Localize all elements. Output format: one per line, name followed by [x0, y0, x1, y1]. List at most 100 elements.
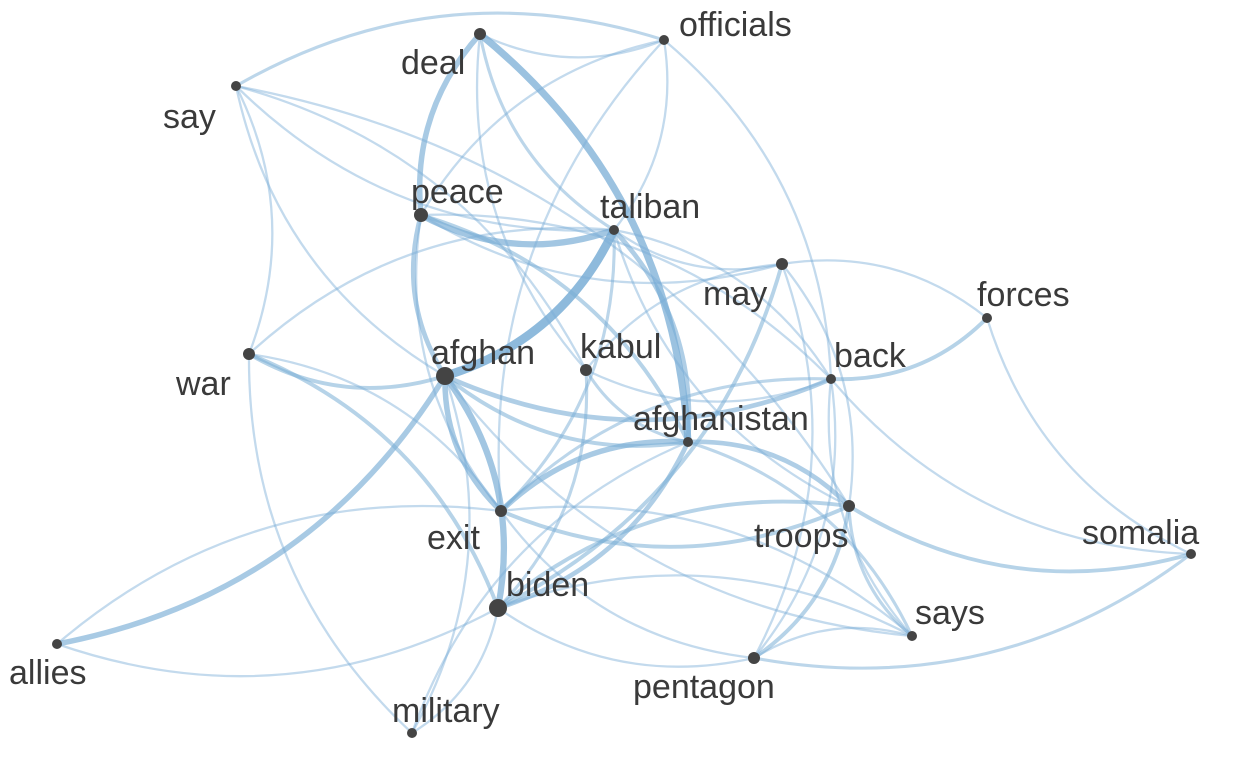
edge-exit-says	[499, 505, 914, 638]
edge-exit-back	[499, 377, 833, 513]
node-allies	[52, 639, 62, 649]
edge-troops-pentagon	[752, 504, 851, 660]
edge-peace-back	[419, 213, 833, 381]
node-says	[907, 631, 917, 641]
edge-afghan-back	[442, 373, 834, 423]
edge-deal-kabul	[475, 32, 588, 372]
edge-afghan-taliban	[440, 225, 619, 381]
edge-peace-taliban	[417, 211, 618, 248]
edge-taliban-may	[612, 228, 784, 271]
edge-forces-somalia	[985, 316, 1193, 556]
edge-pentagon-says	[752, 626, 914, 660]
edge-peace-afghan	[410, 212, 448, 379]
node-label-says: says	[915, 594, 985, 632]
edge-afghanistan-troops	[685, 439, 852, 509]
node-taliban	[609, 225, 619, 235]
edge-back-forces	[829, 316, 989, 382]
edge-say-kabul	[234, 84, 588, 372]
edge-pentagon-somalia	[752, 552, 1193, 670]
edge-troops-says	[847, 504, 914, 638]
edge-may-pentagon	[752, 262, 814, 660]
edge-afghan-biden	[441, 372, 508, 612]
edge-back-somalia	[829, 377, 1193, 556]
edge-taliban-exit	[499, 228, 616, 513]
edge-officials-taliban	[612, 38, 669, 232]
edge-afghan-says	[443, 374, 914, 638]
node-label-exit: exit	[427, 519, 480, 557]
edge-peace-afghanistan	[419, 213, 690, 444]
node-label-biden: biden	[506, 566, 589, 604]
node-peace	[414, 208, 428, 222]
node-label-somalia: somalia	[1082, 514, 1199, 552]
node-label-war: war	[175, 365, 231, 403]
node-label-officials: officials	[679, 6, 792, 44]
edge-taliban-afghanistan	[611, 227, 692, 445]
edge-say-officials	[234, 11, 666, 88]
edge-biden-troops	[496, 499, 851, 610]
edge-afghan-military	[410, 374, 471, 735]
edge-deal-taliban	[478, 32, 616, 232]
edge-biden-pentagon	[496, 606, 756, 668]
edge-back-says	[827, 377, 914, 638]
edge-afghanistan-says	[686, 440, 914, 638]
edge-say-afghan	[234, 84, 447, 378]
node-label-taliban: taliban	[600, 188, 700, 226]
node-label-pentagon: pentagon	[633, 668, 775, 706]
edge-kabul-biden	[496, 368, 589, 610]
node-label-afghan: afghan	[431, 334, 535, 372]
edge-layer	[54, 11, 1193, 735]
edge-officials-exit	[497, 38, 666, 513]
node-label-peace: peace	[411, 173, 504, 211]
edge-military-biden	[410, 606, 500, 735]
edge-may-biden	[496, 262, 784, 610]
edge-officials-back	[662, 38, 833, 381]
node-label-may: may	[703, 275, 767, 313]
edge-war-afghan	[247, 352, 447, 390]
node-say	[231, 81, 241, 91]
edge-deal-officials	[478, 32, 666, 59]
edge-may-forces	[780, 259, 989, 320]
edge-kabul-back	[584, 368, 833, 403]
edge-peace-may	[419, 213, 784, 285]
edge-deal-afghanistan	[476, 30, 692, 446]
node-biden	[489, 599, 507, 617]
node-somalia	[1186, 549, 1196, 559]
edge-allies-biden	[55, 606, 500, 678]
edge-exit-troops	[499, 504, 851, 549]
edge-war-taliban	[247, 226, 616, 356]
edge-war-military	[247, 352, 414, 735]
edge-biden-says	[496, 574, 914, 638]
node-may	[776, 258, 788, 270]
node-label-back: back	[834, 337, 907, 375]
node-label-afghanistan: afghanistan	[633, 400, 809, 438]
edge-allies-exit	[55, 504, 503, 646]
node-back	[826, 374, 836, 384]
edge-taliban-troops	[612, 228, 851, 508]
edge-may-troops	[780, 262, 854, 508]
edge-peace-exit	[415, 213, 503, 513]
node-afghan	[436, 367, 454, 385]
edge-exit-pentagon	[499, 509, 756, 660]
node-label-deal: deal	[401, 44, 465, 82]
node-kabul	[580, 364, 592, 376]
node-officials	[659, 35, 669, 45]
node-forces	[982, 313, 992, 323]
node-troops	[843, 500, 855, 512]
edge-kabul-may	[584, 262, 784, 372]
edge-say-troops	[234, 84, 851, 508]
edge-afghan-allies	[54, 373, 448, 647]
node-deal	[474, 28, 486, 40]
node-war	[243, 348, 255, 360]
edge-exit-afghanistan	[498, 438, 691, 514]
edge-taliban-back	[612, 228, 833, 381]
node-label-allies: allies	[9, 654, 86, 692]
edge-deal-peace	[416, 31, 483, 218]
edge-troops-somalia	[847, 504, 1193, 574]
node-pentagon	[748, 652, 760, 664]
edge-war-exit	[247, 352, 503, 513]
edge-officials-peace	[419, 38, 666, 217]
edge-say-taliban	[234, 84, 616, 232]
edge-military-afghanistan	[410, 440, 690, 735]
